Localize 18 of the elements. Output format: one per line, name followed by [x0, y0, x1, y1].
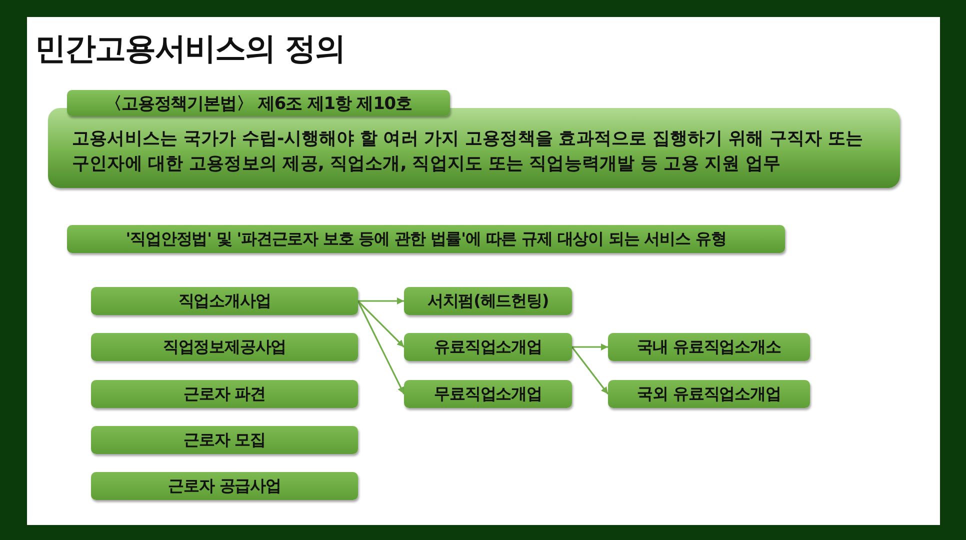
category-box: 직업소개사업	[91, 287, 358, 315]
category-box: 유료직업소개업	[404, 333, 572, 361]
category-box: 무료직업소개업	[404, 380, 572, 408]
category-box: 국외 유료직업소개업	[608, 380, 810, 408]
arrow	[358, 298, 404, 304]
category-box: 국내 유료직업소개소	[608, 333, 810, 361]
category-box: 근로자 파견	[91, 380, 358, 408]
category-box: 근로자 모집	[91, 426, 358, 454]
arrow	[357, 300, 405, 348]
arrow	[571, 346, 609, 394]
arrow	[357, 300, 405, 394]
category-box: 근로자 공급사업	[91, 472, 358, 500]
category-box: 직업정보제공사업	[91, 333, 358, 361]
category-box: 서치펌(헤드헌팅)	[404, 287, 572, 315]
arrow	[572, 344, 608, 350]
slide-title: 민간고용서비스의 정의	[35, 30, 345, 69]
heading-bar: '직업안정법' 및 '파견근로자 보호 등에 관한 법률'에 따른 규제 대상이 되는 서비스 유형	[67, 225, 785, 253]
law-tab: 〈고용정책기본법〉 제6조 제1항 제10호	[67, 90, 450, 116]
